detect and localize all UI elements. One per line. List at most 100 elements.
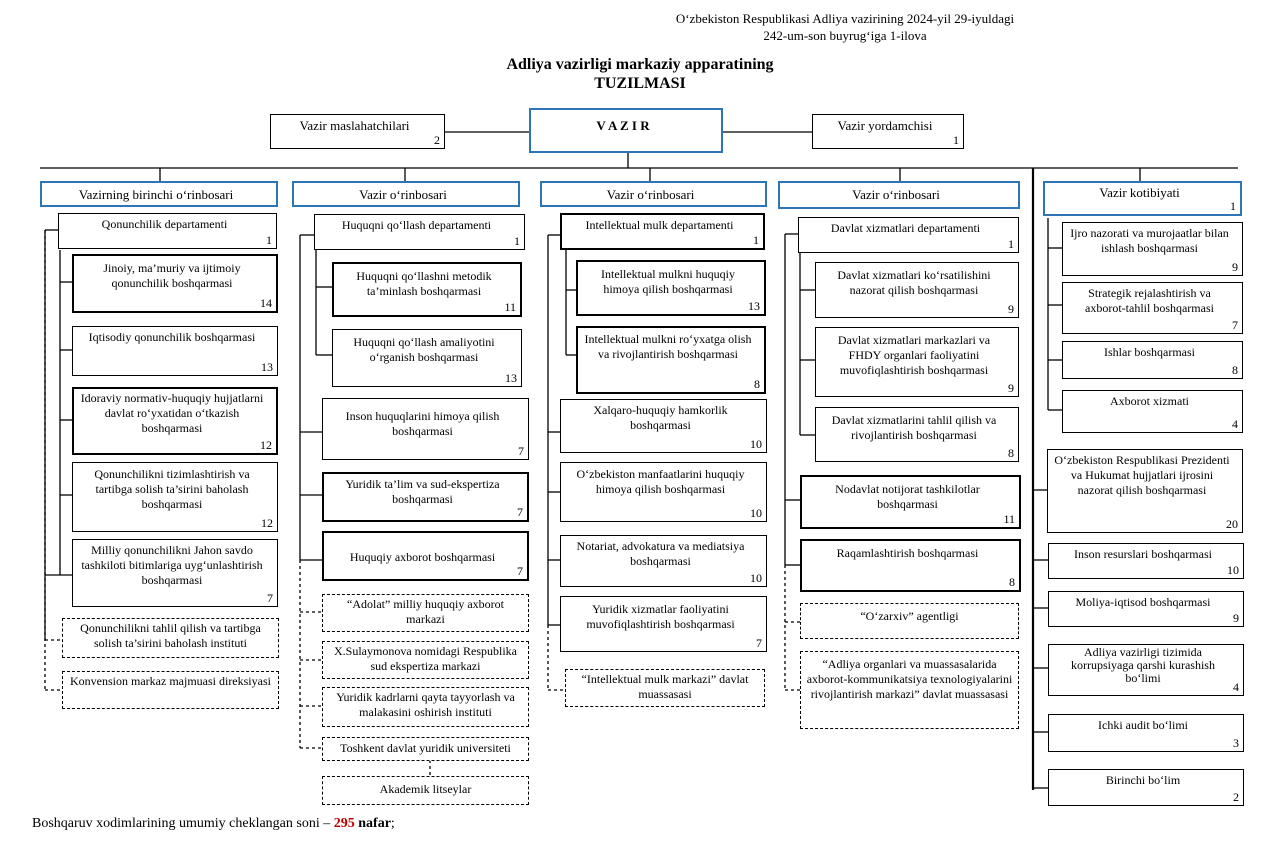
unit-staff-count: 4 [1233,680,1239,694]
unit-box: Notariat, advokatura va mediatsiya boshq… [560,535,767,587]
column-head-label: Vazir o‘rinbosari [606,187,695,202]
unit-staff-count: 12 [261,516,273,530]
unit-box: Huquqni qo‘llash departamenti 1 [314,214,525,250]
unit-name: Davlat xizmatlari departamenti [830,221,981,235]
column-head-deputy-2: Vazir o‘rinbosari [292,181,520,207]
unit-name: Yuridik xizmatlar faoliyatini muvofiqlas… [586,602,735,631]
unit-name: Yuridik ta’lim va sud-ekspertiza boshqar… [345,477,500,506]
unit-staff-count: 10 [750,571,762,585]
unit-staff-count: 13 [748,299,760,313]
unit-name: Jinoiy, ma’muriy va ijtimoiy qonunchilik… [103,261,241,290]
column-head-label: Vazir o‘rinbosari [359,187,447,202]
unit-box: Intellektual mulk departamenti 1 [560,213,765,250]
agency-name: Qonunchilikni tahlil qilish va tartibga … [80,621,261,650]
unit-name: Intellektual mulkni huquqiy himoya qilis… [601,267,735,296]
minister-advisers-box: Vazir maslahatchilari 2 [270,114,445,149]
unit-name: Raqamlashtirish boshqarmasi [836,546,979,560]
column-head-count: 1 [1230,199,1236,213]
unit-box: Inson huquqlarini himoya qilish boshqarm… [322,398,529,460]
unit-name: Huquqni qo‘llash departamenti [341,218,492,232]
unit-name: Nodavlat notijorat tashkilotlar boshqarm… [835,482,980,511]
agency-box: Yuridik kadrlarni qayta tayyorlash va ma… [322,687,529,727]
unit-staff-count: 9 [1233,611,1239,625]
unit-box: Intellektual mulkni ro‘yxatga olish va r… [576,326,766,394]
unit-staff-count: 4 [1232,417,1238,431]
unit-name: Adliya vazirligi tizimida korrupsiyaga q… [1071,645,1215,685]
unit-box: O‘zbekiston Respublikasi Prezidenti va H… [1047,449,1243,533]
agency-name: Konvension markaz majmuasi direksiyasi [70,674,271,688]
unit-staff-count: 7 [517,505,523,519]
agency-name: “Adliya organlari va muassasalarida axbo… [806,657,1013,701]
unit-box: Yuridik ta’lim va sud-ekspertiza boshqar… [322,472,529,522]
total-staff-prefix: Boshqaruv xodimlarining umumiy cheklanga… [32,816,334,831]
column-head-deputy-4: Vazir o‘rinbosari [778,181,1020,209]
minister-advisers-label: Vazir maslahatchilari [299,118,410,133]
unit-staff-count: 8 [1008,446,1014,460]
unit-box: Milliy qonunchilikni Jahon savdo tashkil… [72,539,278,607]
agency-name: “Intellektual mulk markazi” davlat muass… [581,672,749,701]
unit-name: Idoraviy normativ-huquqiy hujjatlarni da… [80,391,264,435]
total-staff-note: Boshqaruv xodimlarining umumiy cheklanga… [32,816,395,832]
unit-box: Yuridik xizmatlar faoliyatini muvofiqlas… [560,596,767,652]
unit-box: Adliya vazirligi tizimida korrupsiyaga q… [1048,644,1244,696]
unit-name: O‘zbekiston manfaatlarini huquqiy himoya… [576,467,745,496]
agency-box: “Adolat” milliy huquqiy axborot markazi [322,594,529,632]
minister-assistant-count: 1 [953,133,959,147]
minister-box: V A Z I R [529,108,723,153]
unit-name: Strategik rejalashtirish va axborot-tahl… [1085,286,1214,315]
unit-name: Qonunchilik departamenti [101,217,228,231]
unit-box: Huquqiy axborot boshqarmasi 7 [322,531,529,581]
unit-staff-count: 10 [1227,563,1239,577]
unit-name: Xalqaro-huquqiy hamkorlik boshqarmasi [593,403,728,432]
unit-name: Intellektual mulk departamenti [585,218,734,232]
agency-box: “Adliya organlari va muassasalarida axbo… [800,651,1019,729]
unit-staff-count: 7 [518,444,524,458]
unit-staff-count: 8 [1232,363,1238,377]
unit-staff-count: 11 [1003,512,1015,526]
unit-name: Birinchi bo‘lim [1105,773,1181,787]
agency-name: X.Sulaymonova nomidagi Respublika sud ek… [334,644,517,673]
column-head-secretariat: Vazir kotibiyati 1 [1043,181,1242,216]
agency-name: “O‘zarxiv” agentligi [860,609,959,623]
unit-staff-count: 13 [505,371,517,385]
minister-assistant-box: Vazir yordamchisi 1 [812,114,964,149]
agency-box: “Intellektual mulk markazi” davlat muass… [565,669,765,707]
unit-box: Huquqni qo‘llash amaliyotini o‘rganish b… [332,329,522,387]
unit-name: Qonunchilikni tizimlashtirish va tartibg… [94,467,250,511]
unit-staff-count: 14 [260,296,272,310]
minister-assistant-label: Vazir yordamchisi [837,118,933,133]
unit-box: Davlat xizmatlari departamenti 1 [798,217,1019,253]
agency-name: Yuridik kadrlarni qayta tayyorlash va ma… [336,690,515,719]
unit-name: Huquqni qo‘llash amaliyotini o‘rganish b… [353,335,495,364]
minister-label: V A Z I R [596,118,650,133]
decree-line-1: O‘zbekiston Respublikasi Adliya vazirini… [675,11,1015,26]
unit-box: Idoraviy normativ-huquqiy hujjatlarni da… [72,387,278,455]
agency-box: “O‘zarxiv” agentligi [800,603,1019,639]
unit-staff-count: 1 [514,234,520,248]
unit-staff-count: 11 [504,300,516,314]
unit-box: Jinoiy, ma’muriy va ijtimoiy qonunchilik… [72,254,278,313]
column-head-label: Vazir kotibiyati [1099,185,1180,200]
title-line-2: TUZILMASI [594,75,686,92]
unit-staff-count: 1 [1008,237,1014,251]
unit-name: O‘zbekiston Respublikasi Prezidenti va H… [1054,453,1230,497]
unit-box: Qonunchilikni tizimlashtirish va tartibg… [72,462,278,532]
unit-staff-count: 1 [753,233,759,247]
unit-staff-count: 9 [1008,381,1014,395]
unit-staff-count: 7 [1232,318,1238,332]
unit-staff-count: 8 [1009,575,1015,589]
unit-name: Huquqiy axborot boshqarmasi [349,550,496,564]
unit-box: Davlat xizmatlari markazlari va FHDY org… [815,327,1019,397]
unit-box: Davlat xizmatlarini tahlil qilish va riv… [815,407,1019,462]
unit-name: Ishlar boshqarmasi [1104,345,1195,359]
unit-staff-count: 13 [261,360,273,374]
unit-staff-count: 20 [1226,517,1238,531]
agency-name: “Adolat” milliy huquqiy axborot markazi [347,597,504,626]
unit-staff-count: 7 [517,564,523,578]
unit-box: Ishlar boshqarmasi 8 [1062,341,1243,379]
